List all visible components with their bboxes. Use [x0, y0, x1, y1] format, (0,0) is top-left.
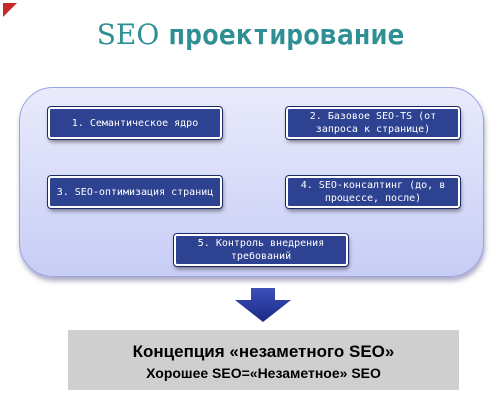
title-design: проектирование — [168, 18, 405, 51]
step-box-1: 1. Семантическое ядро — [48, 107, 222, 139]
step-box-2: 2. Базовое SEO-TS (от запроса к странице… — [286, 107, 460, 139]
title-seo: SEO — [96, 18, 160, 51]
result-line-2: Хорошее SEO=«Незаметное» SEO — [146, 365, 381, 381]
corner-triangle-icon — [3, 3, 17, 17]
step-label-1: 1. Семантическое ядро — [71, 117, 199, 129]
result-box: Концепция «незаметного SEO» Хорошее SEO=… — [68, 330, 459, 390]
step-label-5: 5. Контроль внедрения требований — [197, 238, 325, 262]
step-label-2: 2. Базовое SEO-TS (от запроса к странице… — [309, 111, 437, 135]
result-line-1: Концепция «незаметного SEO» — [132, 342, 395, 361]
step-box-5: 5. Контроль внедрения требований — [174, 234, 348, 266]
slide-title: SEO проектирование — [0, 18, 501, 51]
step-label-4: 4. SEO-консалтинг (до, в процессе, после… — [300, 180, 446, 204]
step-label-3: 3. SEO-оптимизация страниц — [56, 186, 214, 198]
step-box-3: 3. SEO-оптимизация страниц — [48, 176, 222, 208]
step-box-4: 4. SEO-консалтинг (до, в процессе, после… — [286, 176, 460, 208]
down-arrow-icon — [235, 288, 291, 322]
